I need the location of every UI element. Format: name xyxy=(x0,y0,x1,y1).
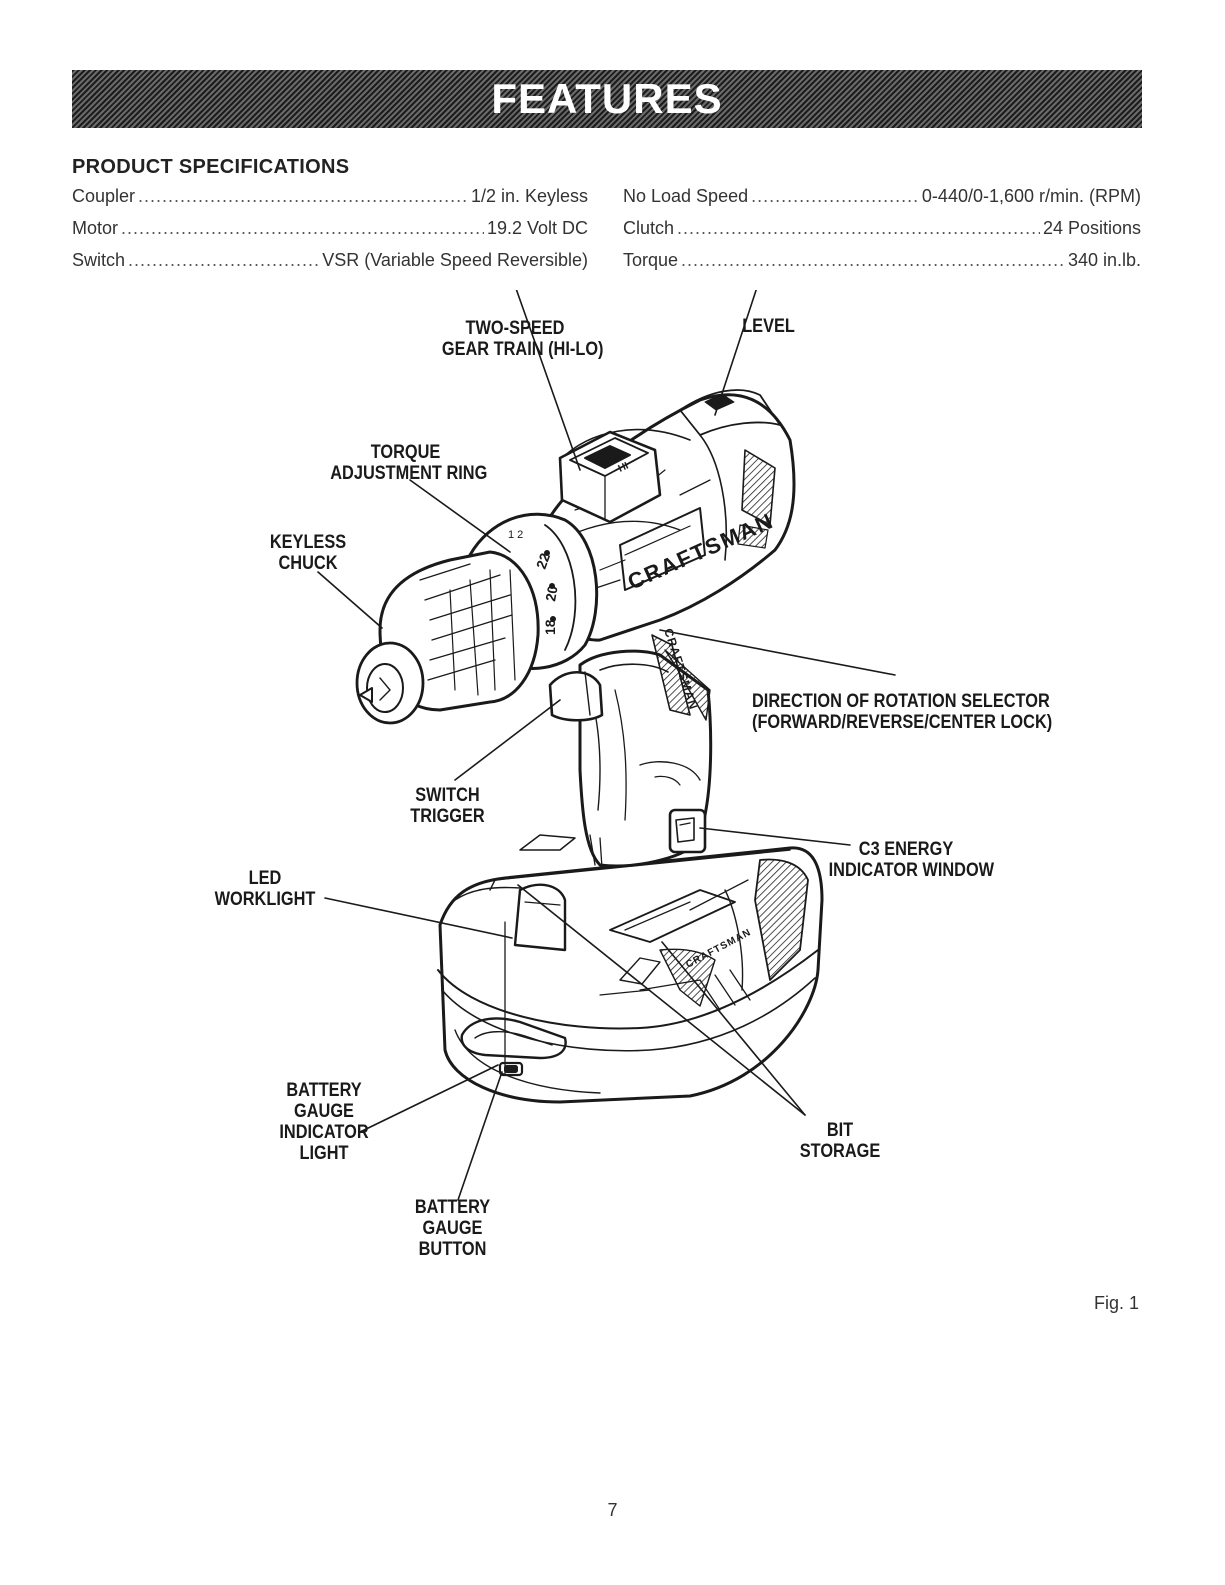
figure-label: Fig. 1 xyxy=(1093,1293,1139,1313)
spec-row-clutch: Clutch .................................… xyxy=(623,212,1141,244)
spec-value: 0-440/0-1,600 r/min. (RPM) xyxy=(921,186,1141,206)
spec-row-no-load-speed: No Load Speed ..........................… xyxy=(623,180,1141,212)
callout-two-speed-gear-train: TWO-SPEED GEAR TRAIN (HI-LO) xyxy=(441,318,604,360)
spec-row-coupler: Coupler ................................… xyxy=(72,180,588,212)
keyless-chuck xyxy=(355,550,540,725)
svg-text:18: 18 xyxy=(542,619,558,635)
spec-value: 340 in.lb. xyxy=(1067,250,1141,270)
page-title: FEATURES xyxy=(491,75,723,122)
leader-lines xyxy=(317,290,896,1201)
leader-dots: ........................................… xyxy=(751,186,919,206)
svg-text:HI: HI xyxy=(617,460,631,474)
spec-row-motor: Motor ..................................… xyxy=(72,212,588,244)
spec-value: 19.2 Volt DC xyxy=(486,218,588,238)
spec-label: Motor xyxy=(72,218,119,238)
spec-row-torque: Torque .................................… xyxy=(623,244,1141,276)
page-number: 7 xyxy=(607,1500,618,1520)
drill-handle xyxy=(578,634,713,869)
spec-value: VSR (Variable Speed Reversible) xyxy=(322,250,588,270)
svg-text:20: 20 xyxy=(542,584,560,602)
spec-label: Torque xyxy=(623,250,679,270)
leader-dots: ........................................… xyxy=(681,250,1065,270)
spec-value: 24 Positions xyxy=(1042,218,1141,238)
specs-right-column: No Load Speed ..........................… xyxy=(623,180,1141,276)
spec-row-switch: Switch .................................… xyxy=(72,244,588,276)
leader-dots: ........................................… xyxy=(677,218,1040,238)
spec-label: Switch xyxy=(72,250,126,270)
drill-figure: CRAFTSMAN HI 22 20 18 1 2 xyxy=(0,290,1225,1290)
callout-level: LEVEL xyxy=(742,316,795,337)
specs-heading: PRODUCT SPECIFICATIONS xyxy=(72,156,350,178)
spec-value: 1/2 in. Keyless xyxy=(470,186,588,206)
features-banner: FEATURES xyxy=(72,70,1142,128)
specs-left-column: Coupler ................................… xyxy=(72,180,588,276)
callout-battery-gauge-indicator-light: BATTERY GAUGE INDICATOR LIGHT xyxy=(279,1080,369,1164)
callout-c3-energy-indicator-window: C3 ENERGY INDICATOR WINDOW xyxy=(828,839,995,881)
leader-dots: ........................................… xyxy=(138,186,468,206)
leader-dots: ........................................… xyxy=(128,250,319,270)
callout-battery-gauge-button: BATTERY GAUGE BUTTON xyxy=(414,1197,491,1260)
callout-direction-of-rotation-selector: DIRECTION OF ROTATION SELECTOR (FORWARD/… xyxy=(752,691,1053,733)
callout-torque-adjustment-ring: TORQUE ADJUSTMENT RING xyxy=(330,442,488,484)
spec-label: No Load Speed xyxy=(623,186,749,206)
motor-housing: CRAFTSMAN xyxy=(538,389,796,642)
battery-pack xyxy=(437,834,824,1104)
callout-keyless-chuck: KEYLESS CHUCK xyxy=(269,532,347,574)
svg-text:1 2: 1 2 xyxy=(508,529,523,541)
callout-bit-storage: BIT STORAGE xyxy=(799,1120,881,1162)
gear-selector: HI xyxy=(558,430,662,524)
callout-switch-trigger: SWITCH TRIGGER xyxy=(410,785,485,827)
leader-dots: ........................................… xyxy=(121,218,484,238)
callout-led-worklight: LED WORKLIGHT xyxy=(214,868,316,910)
switch-trigger xyxy=(548,671,604,722)
spec-label: Clutch xyxy=(623,218,675,238)
spec-label: Coupler xyxy=(72,186,136,206)
svg-text:22: 22 xyxy=(533,551,553,571)
drill-illustration: CRAFTSMAN HI 22 20 18 1 2 xyxy=(317,290,896,1201)
